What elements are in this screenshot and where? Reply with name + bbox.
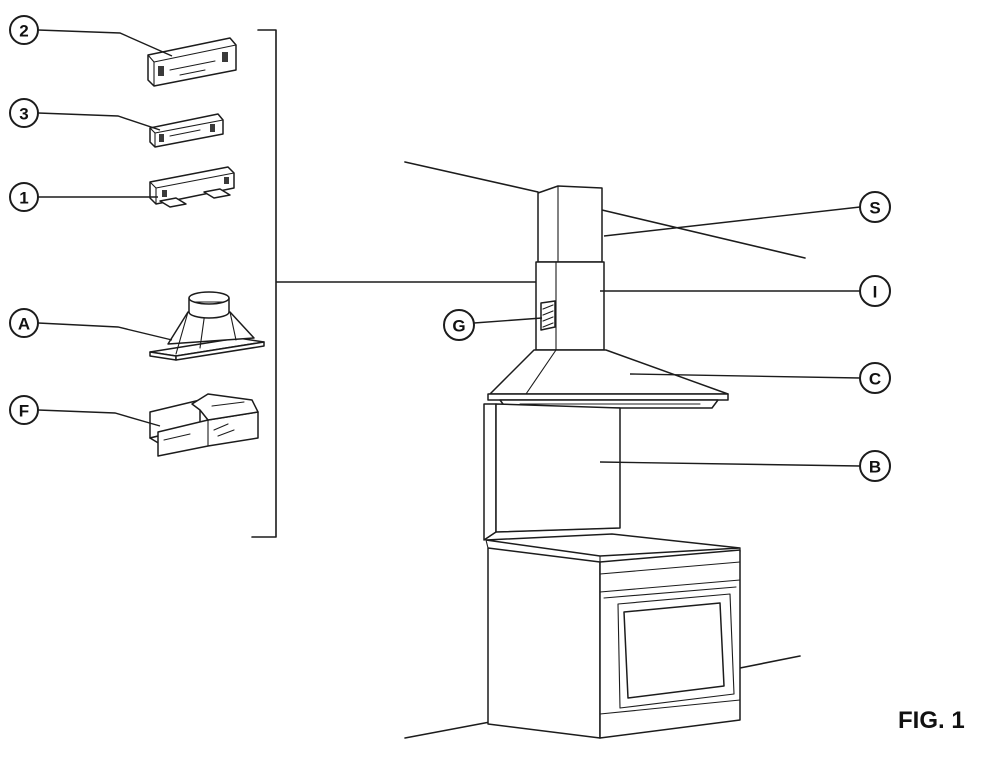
callout-a-label: A — [18, 315, 30, 334]
part-3-bracket — [149, 113, 224, 148]
chimney-lower-section — [535, 261, 605, 351]
callout-f-label: F — [19, 402, 29, 421]
chimney-upper-section — [537, 185, 603, 263]
accessories-bracket — [251, 29, 277, 538]
callout-g: G — [443, 309, 475, 341]
callout-f: F — [9, 395, 39, 425]
part-2-bracket — [147, 37, 237, 87]
backsplash-panel — [483, 403, 621, 541]
part-a-adaptor — [149, 291, 265, 361]
cooker — [485, 533, 741, 739]
callout-3: 3 — [9, 98, 39, 128]
callout-b: B — [859, 450, 891, 482]
callout-s: S — [859, 191, 891, 223]
part-1-bracket — [149, 166, 235, 208]
callout-i-label: I — [873, 283, 878, 302]
callout-i: I — [859, 275, 891, 307]
callout-b-label: B — [869, 458, 881, 477]
callout-1-label: 1 — [19, 189, 28, 208]
part-f-filter — [149, 393, 259, 457]
hood-canopy — [487, 349, 729, 409]
callout-c-label: C — [869, 370, 881, 389]
room-lines — [404, 161, 806, 739]
callout-2-label: 2 — [19, 22, 28, 41]
callout-2: 2 — [9, 15, 39, 45]
leader-lines — [37, 29, 861, 467]
callout-c: C — [859, 362, 891, 394]
callout-1: 1 — [9, 182, 39, 212]
figure-label: FIG. 1 — [898, 707, 965, 734]
callout-g-label: G — [452, 317, 465, 336]
callout-3-label: 3 — [19, 105, 28, 124]
callout-s-label: S — [869, 199, 880, 218]
callout-a: A — [9, 308, 39, 338]
